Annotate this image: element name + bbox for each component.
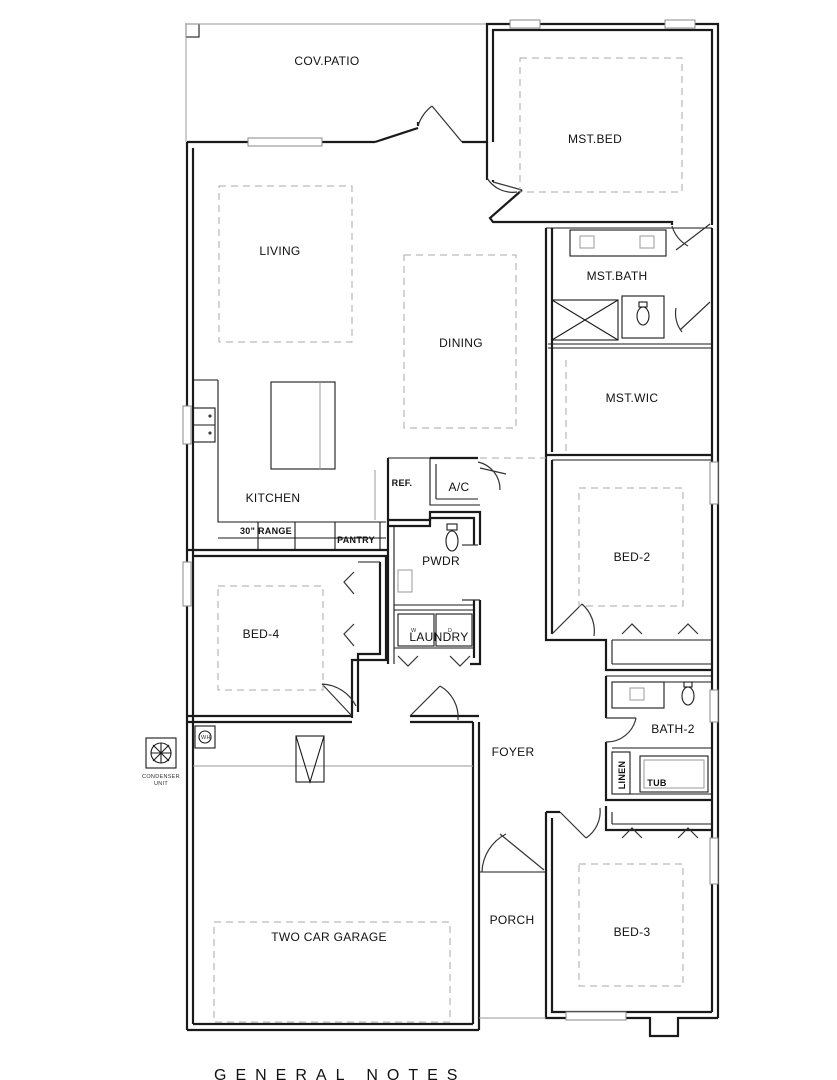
label-bed-3: BED-3 [614,925,651,939]
label-foyer: FOYER [492,745,535,759]
label-linen: LINEN [617,761,627,790]
condenser-unit: CONDENSER UNIT [142,737,180,787]
label-kitchen: KITCHEN [246,491,301,505]
dryer-label: D [448,628,452,634]
condenser-label-2: UNIT [154,781,168,787]
label-dining: DINING [439,336,483,350]
doors [321,105,711,873]
furniture-zones [213,57,684,1023]
bath-2-fixtures [611,681,709,795]
label-ref: REF. [392,478,413,488]
label-garage: TWO CAR GARAGE [271,930,387,944]
label-laundry: LAUNDRY [409,630,468,644]
label-pwdr: PWDR [422,554,460,568]
label-mst-wic: MST.WIC [606,391,659,405]
condenser-label-1: CONDENSER [142,774,180,780]
label-cov-patio: COV.PATIO [294,54,359,68]
label-range: 30" RANGE [240,526,292,536]
label-mst-bed: MST.BED [568,132,622,146]
label-bed-2: BED-2 [614,550,651,564]
covered-patio [185,23,487,142]
label-tub: TUB [647,778,667,788]
interior-walls [187,227,712,1019]
label-pantry: PANTRY [337,535,375,545]
master-bath-fixtures [551,229,667,341]
kitchen-fixtures [192,379,386,550]
garage-fixtures: WH [193,725,473,784]
water-heater-label: WH [201,735,211,741]
room-labels: COV.PATIO MST.BED LIVING DINING MST.BATH… [240,54,695,944]
label-living: LIVING [259,244,300,258]
label-ac: A/C [449,480,470,494]
label-bath-2: BATH-2 [651,722,695,736]
general-notes-heading: GENERAL NOTES [214,1067,466,1080]
label-bed-4: BED-4 [243,627,280,641]
label-mst-bath: MST.BATH [587,269,648,283]
windows [182,19,719,1021]
label-porch: PORCH [490,913,535,927]
washer-label: W [411,628,417,634]
pwdr-laundry-fixtures: W D [397,523,473,647]
